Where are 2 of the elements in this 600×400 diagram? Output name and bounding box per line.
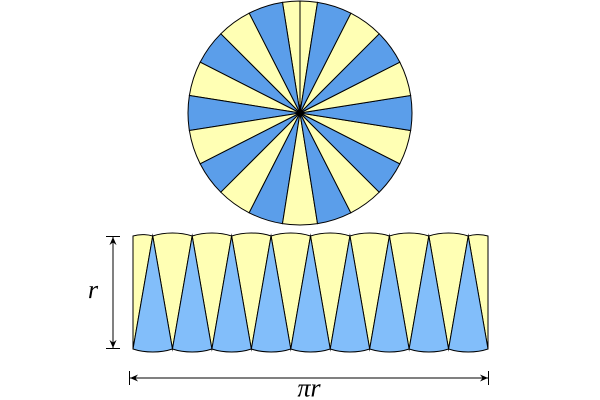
dimension-label: πr (298, 384, 321, 397)
dimension-label: r (89, 286, 98, 298)
